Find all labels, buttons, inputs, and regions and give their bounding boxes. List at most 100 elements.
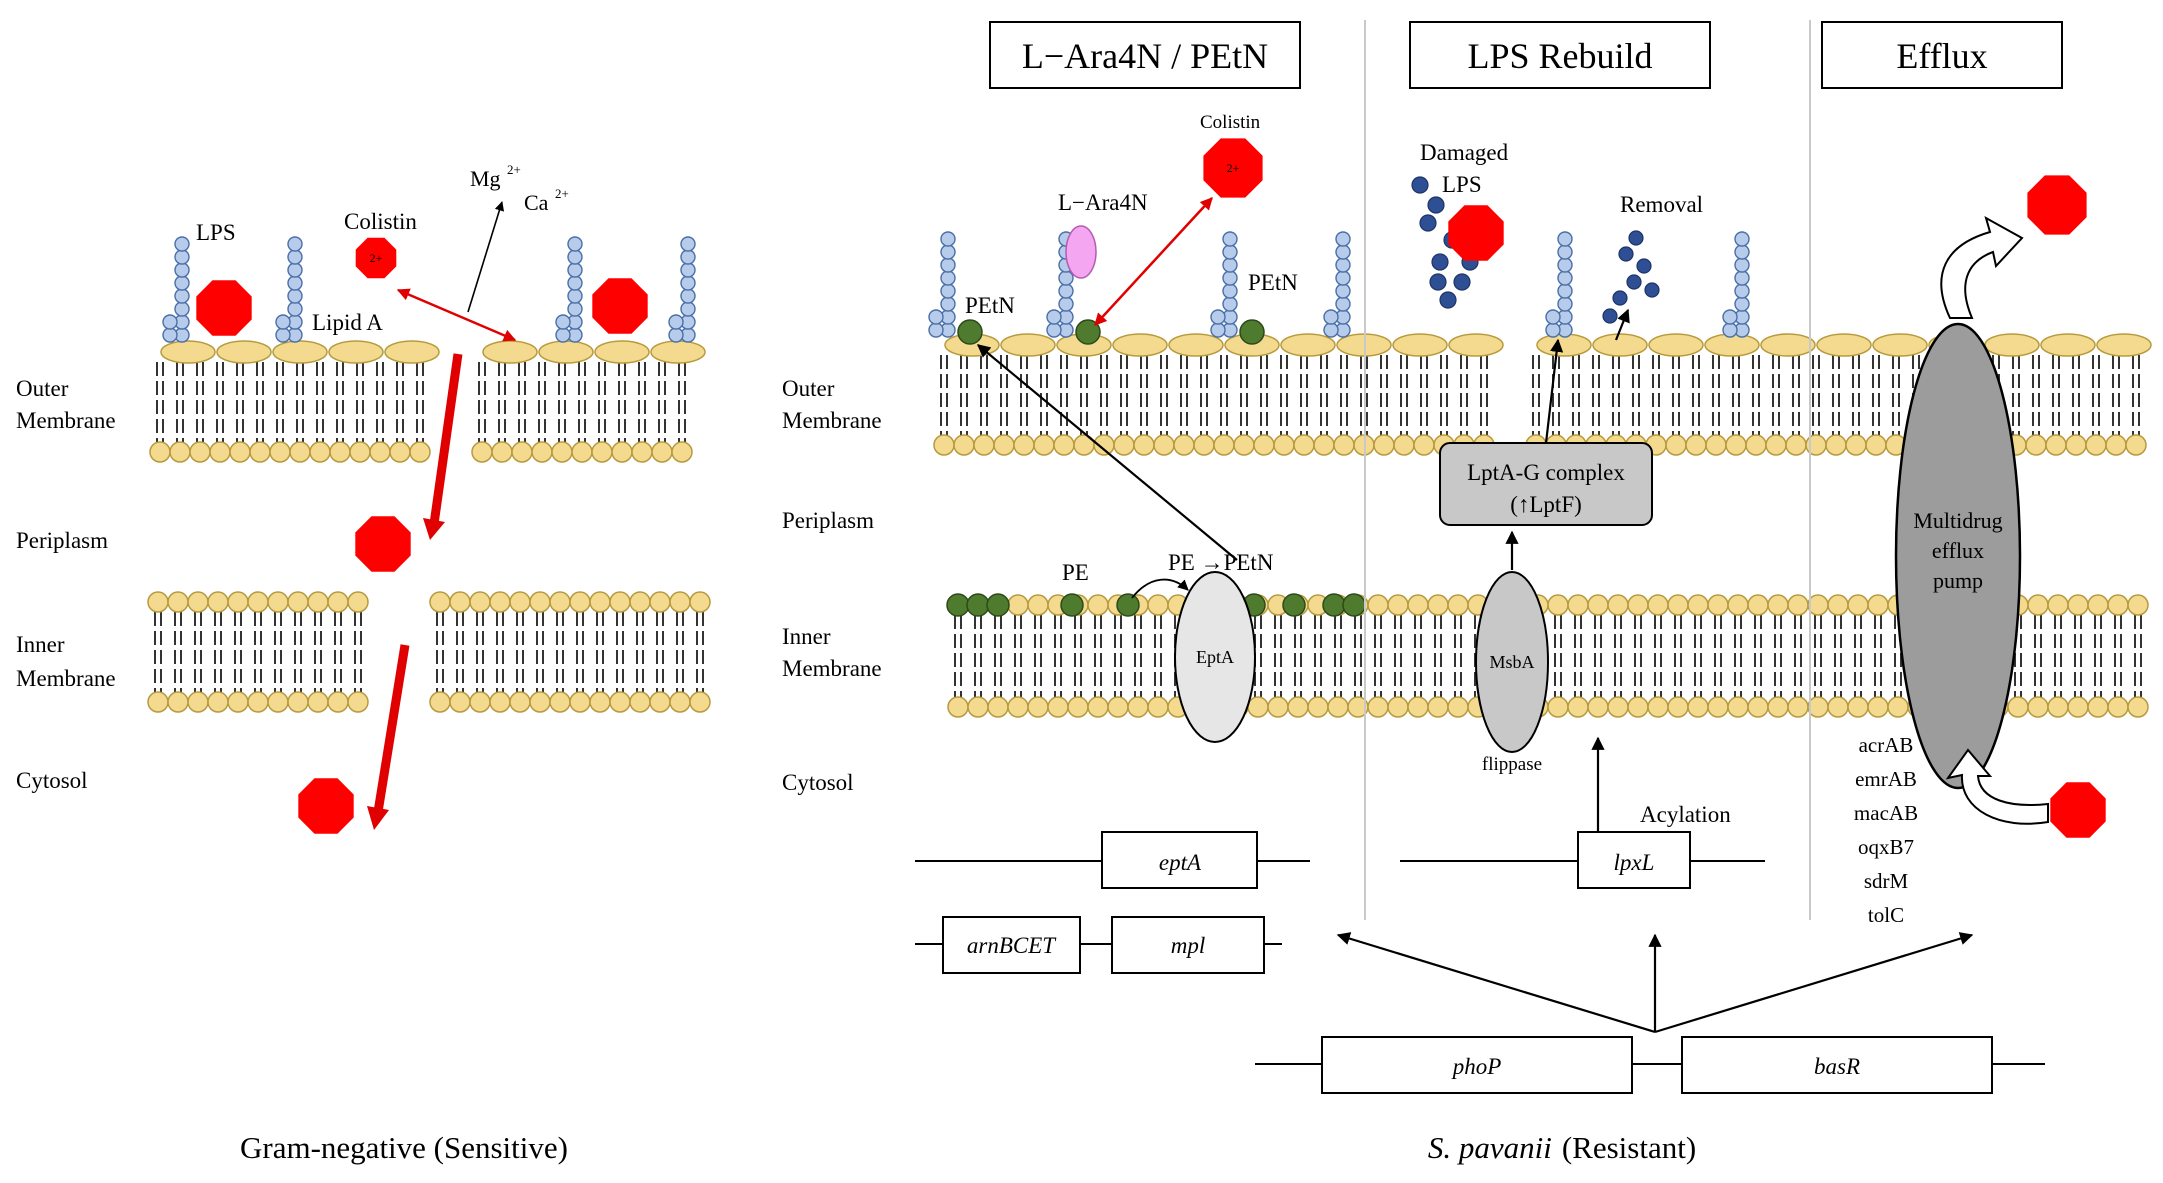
lipid-head xyxy=(1087,696,1109,718)
pump-label-1: Multidrug xyxy=(1913,508,2002,533)
l-ara4n-modification xyxy=(1065,225,1097,279)
lipid-head xyxy=(1847,594,1869,616)
lps-sugar xyxy=(1734,244,1750,260)
header-arn: L−Ara4N / PEtN xyxy=(989,21,1301,89)
lipid-head xyxy=(1867,594,1889,616)
lipid-head xyxy=(1007,696,1029,718)
lipid-head xyxy=(1765,434,1787,456)
lipid-head xyxy=(269,441,291,463)
caption-sensitive: Gram-negative (Sensitive) xyxy=(240,1130,568,1165)
gene-arnbcet-label: arnBCET xyxy=(967,933,1057,958)
lipid-head xyxy=(967,696,989,718)
efflux-gene-list: acrAB emrAB macAB oqxB7 sdrM tolC xyxy=(1854,733,1918,927)
lipid-head xyxy=(1867,696,1889,718)
inner-label-2: Membrane xyxy=(16,666,116,691)
lps-sugar xyxy=(567,236,583,252)
lipid-head xyxy=(247,691,269,713)
lipid-head xyxy=(1687,594,1709,616)
gene-phop xyxy=(1321,1036,1633,1094)
lipid-head xyxy=(1887,696,1909,718)
cytosol-label: Cytosol xyxy=(16,768,88,793)
colistin-octagon xyxy=(355,237,397,279)
lipid-head xyxy=(2047,696,2069,718)
lipid-head xyxy=(2045,434,2067,456)
lipid-head xyxy=(147,691,169,713)
lipid-head xyxy=(511,441,533,463)
lps-sugar xyxy=(1210,309,1226,325)
lipid-head xyxy=(509,591,531,613)
lipid-head xyxy=(1027,594,1049,616)
lipid-head xyxy=(549,591,571,613)
lps-molecule xyxy=(668,236,696,343)
lps-sugar xyxy=(1545,322,1561,338)
gene-mpl-label: mpl xyxy=(1171,933,1206,958)
lipid-head xyxy=(309,441,331,463)
lps-molecule xyxy=(1210,231,1238,338)
lipid-head xyxy=(489,691,511,713)
outer-membrane-right-b xyxy=(1525,333,2152,456)
lipid-head xyxy=(347,591,369,613)
lipid-head xyxy=(609,591,631,613)
gene-basr-label: basR xyxy=(1814,1054,1860,1079)
lipid-head xyxy=(1033,434,1055,456)
lps-sugar xyxy=(1557,296,1573,312)
lipid-head xyxy=(1785,434,1807,456)
lipid-head xyxy=(1373,434,1395,456)
lipid-head xyxy=(1747,594,1769,616)
lipid-head xyxy=(1587,594,1609,616)
efflux-export-arrow xyxy=(1940,215,2024,319)
lps-sugar xyxy=(680,275,696,291)
lps-sugar xyxy=(940,296,956,312)
svg-text:Ca: Ca xyxy=(524,190,549,215)
lps-sugar xyxy=(567,275,583,291)
lps-sugar xyxy=(680,262,696,278)
damaged-lps-sugar xyxy=(1427,196,1445,214)
lipid-head xyxy=(529,691,551,713)
lps-sugar xyxy=(174,288,190,304)
pe-lipid-head xyxy=(966,593,990,617)
lipid-head xyxy=(1413,434,1435,456)
outer-membrane-left-b xyxy=(471,340,706,463)
lps-sugar xyxy=(1058,296,1074,312)
lipid-head xyxy=(1647,594,1669,616)
damaged-lps-sugar xyxy=(1419,214,1437,232)
lipid-head xyxy=(1547,696,1569,718)
lipid-head xyxy=(1147,594,1169,616)
petn-label-2: PEtN xyxy=(1248,270,1298,295)
lps-lipid-head xyxy=(538,340,594,364)
lipid-head xyxy=(1767,696,1789,718)
lpt-complex-label-2: (↑LptF) xyxy=(1510,492,1582,517)
lipid-head xyxy=(187,691,209,713)
lipid-head xyxy=(973,434,995,456)
colistin-molecule xyxy=(2050,782,2106,838)
lipid-head xyxy=(349,441,371,463)
removal-label: Removal xyxy=(1620,192,1703,217)
efflux-gene: emrAB xyxy=(1855,767,1917,791)
lipid-head xyxy=(1327,696,1349,718)
lps-molecule xyxy=(1323,231,1351,338)
lps-lipid-head xyxy=(1872,333,1928,357)
lps-sugar xyxy=(287,236,303,252)
lipid-head xyxy=(1407,696,1429,718)
lps-sugar xyxy=(1222,257,1238,273)
lps-sugar xyxy=(668,327,684,343)
pe-lipid-head xyxy=(946,593,970,617)
lipid-head xyxy=(1407,594,1429,616)
lps-lipid-head xyxy=(482,340,538,364)
lipid-head xyxy=(267,591,289,613)
colistin-entry-arrowhead-outer xyxy=(423,518,445,540)
lps-sugar xyxy=(680,301,696,317)
lipid-head xyxy=(2025,434,2047,456)
damaged-lps-sugar xyxy=(1439,291,1457,309)
lipid-head xyxy=(1607,594,1629,616)
header-lps-label: LPS Rebuild xyxy=(1467,36,1652,76)
lipid-head xyxy=(449,691,471,713)
lps-lipid-head xyxy=(328,340,384,364)
lipid-head xyxy=(1427,696,1449,718)
gene-basr xyxy=(1681,1036,1993,1094)
gene-map: eptA arnBCET mpl lpxL phoP basR xyxy=(915,831,2045,1094)
lps-sugar xyxy=(174,275,190,291)
msba-flippase xyxy=(1475,571,1549,753)
pe-lipid-head xyxy=(986,593,1010,617)
lipid-head xyxy=(189,441,211,463)
